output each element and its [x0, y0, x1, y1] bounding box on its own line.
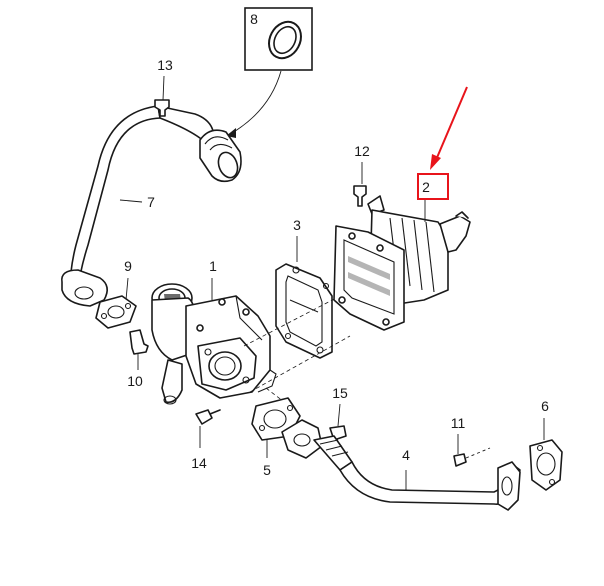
callout-group-7: 7	[119, 194, 155, 210]
highlight-callout-2: 2	[417, 173, 449, 222]
gasket-6: 6	[529, 398, 563, 491]
gasket-9: 9	[95, 258, 137, 329]
callout-3: 3	[293, 217, 301, 233]
bolt-13: 13	[154, 57, 173, 117]
egr-valve-body: 1	[151, 258, 277, 405]
callout-4: 4	[402, 447, 410, 463]
callout-2: 2	[422, 179, 430, 195]
callout-11: 11	[451, 415, 466, 431]
inset-box-part-8: 8	[226, 7, 313, 138]
bolt-12: 12	[353, 143, 370, 207]
egr-cooler	[333, 195, 471, 331]
callout-7: 7	[147, 194, 155, 210]
cooler-gasket-3: 3	[275, 217, 333, 359]
o-ring-seal	[268, 20, 302, 60]
stud-10: 10	[127, 329, 149, 389]
bolt-15: 15	[329, 385, 348, 441]
callout-14: 14	[191, 455, 207, 471]
callout-1: 1	[209, 258, 217, 274]
leader-8-arrow	[231, 70, 282, 134]
callout-5: 5	[263, 462, 271, 478]
callout-6: 6	[541, 398, 549, 414]
callout-15: 15	[332, 385, 348, 401]
callout-13: 13	[157, 57, 173, 73]
red-arrow	[430, 86, 468, 170]
assembly-lines	[243, 295, 351, 409]
bolt-11: 11	[451, 415, 491, 467]
bolt-14: 14	[191, 409, 221, 471]
egr-pipe-lower: 4	[281, 419, 521, 511]
egr-pipe-upper	[61, 105, 242, 307]
callout-9: 9	[124, 258, 132, 274]
callout-8: 8	[250, 11, 258, 27]
callout-10: 10	[127, 373, 143, 389]
callout-12: 12	[354, 143, 370, 159]
